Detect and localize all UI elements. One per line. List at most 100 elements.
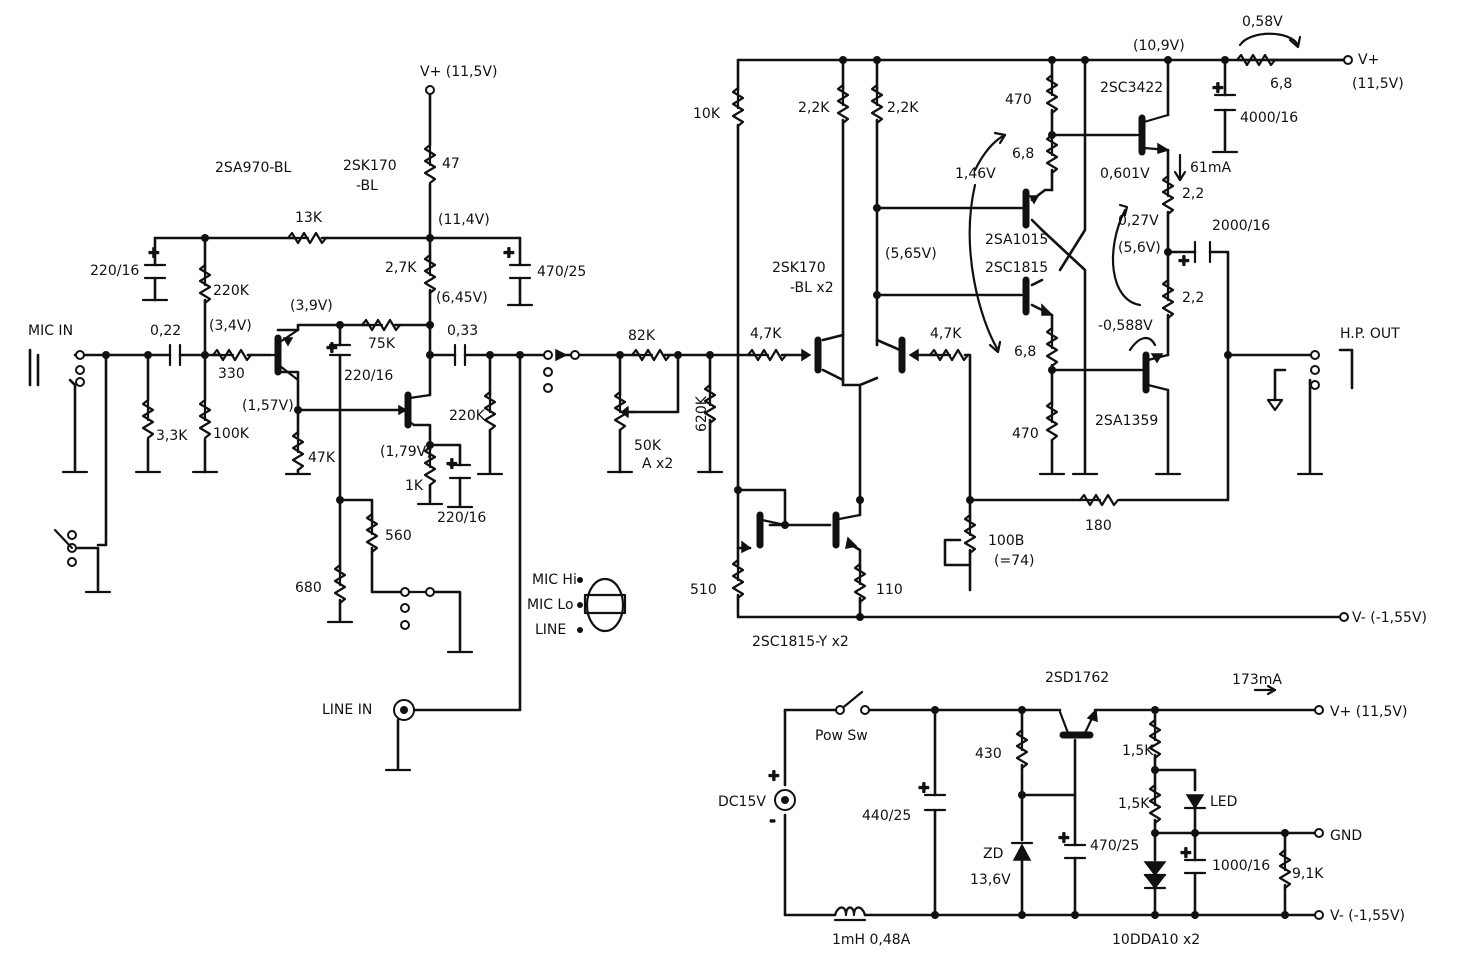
capacitor-value: 470/25 [537,264,586,280]
current-label: 61mA [1190,160,1231,176]
voltage-drop: 0,601V [1100,166,1150,182]
capacitor-icon [508,263,532,280]
selector-knob-icon [583,577,627,633]
capacitor-icon [1063,843,1087,860]
node-voltage: (3,4V) [209,318,252,334]
supply-value: (11,5V) [1352,76,1404,92]
jack-contact-icon [1310,380,1320,390]
power-supply-section: + + + + - [718,670,1407,948]
resistor-value: 6,8 [1270,76,1292,92]
switch-lever-icon [53,528,74,550]
resistor-value: 2,2K [798,100,830,116]
transistor-2sc1815-icon [1018,276,1054,316]
power-supply-labels: 2SD1762 173mA V+ (11,5V) Pow Sw 430 1,5K… [718,670,1407,948]
resistor-value: 680 [295,580,322,596]
svg-text:+: + [446,456,458,472]
resistor-value: 220K [213,283,250,299]
resistor-icon [198,398,212,442]
selector-common-icon [570,350,580,360]
terminal-icon [1343,55,1353,65]
power-amp-junctions [734,56,1232,621]
fet-label: 2SK170 [772,260,826,276]
capacitor-value: 0,22 [150,323,181,339]
capacitor-icon [168,343,182,367]
resistor-icon [141,398,155,442]
selector-common-icon [425,587,435,597]
power-amp-wires [736,58,1354,619]
switch-label: Pow Sw [815,728,868,744]
led-icon [1183,794,1207,810]
capacitor-icon [453,343,467,367]
resistor-value: 470 [1012,426,1039,442]
capacitor-icon [448,463,472,480]
resistor-value: 2,2K [887,100,919,116]
potentiometer-type: A x2 [642,456,673,472]
jack-contact-icon [1310,350,1320,360]
selector-contact-icon [543,367,553,377]
annotation-arrows [968,32,1302,696]
led-label: LED [1210,794,1237,810]
capacitor-value: 2000/16 [1212,218,1270,234]
transistor-pair-icon [741,511,862,554]
input-selector: MIC Hi MIC Lo LINE [527,348,742,638]
power-supply-devices [774,705,1324,920]
resistor-value: 2,7K [385,260,417,276]
power-amp-transistors [741,113,1170,554]
svg-text:+: + [918,780,930,796]
jack-contact-icon [75,365,85,375]
resistor-value: 13K [295,210,323,226]
transistor-2sa1359-icon [1138,351,1170,394]
power-amp-section: + + [690,14,1427,696]
supply-label: V+ [1358,52,1379,68]
resistor-value: 110 [876,582,903,598]
resistor-value: 4,7K [750,326,782,342]
resistor-value: 2,2 [1182,186,1204,202]
resistor-value: 470 [1005,92,1032,108]
voltage-drop: 0,27V [1118,213,1159,229]
resistor-icon [423,143,437,187]
resistor-value: 75K [368,336,396,352]
capacitor-value: 220/16 [437,510,486,526]
line-in-label: LINE IN [322,702,372,718]
potentiometer-value: 100B [988,533,1024,549]
resistor-value: 220K [449,408,486,424]
fet-pair-icon [801,336,919,374]
transistor-2sd1762-icon [1058,708,1098,739]
selector-contact-icon [400,603,410,613]
diode-label: 10DDA10 x2 [1112,932,1200,948]
node-voltage: (10,9V) [1133,38,1185,54]
inductor-label: 1mH 0,48A [832,932,911,948]
selector-mic-hi: MIC Hi [532,572,577,588]
selector-contact-icon [543,383,553,393]
zener-label: ZD [983,846,1003,862]
capacitor-icon [1213,93,1237,112]
terminal-icon [1314,910,1324,920]
switch-contact-icon [67,557,77,567]
resistor-value: 1,5K [1122,743,1154,759]
supply-label: V- (-1,55V) [1330,908,1405,924]
hp-out-label: H.P. OUT [1340,326,1400,342]
preamp-section: + + + + [28,64,586,772]
selector-contact-icon [400,620,410,630]
preamp-terminals [53,85,435,721]
node-voltage: (3,9V) [290,298,333,314]
preamp-wires [28,93,547,770]
resistor-icon [1161,174,1175,218]
node-voltage: (6,45V) [436,290,488,306]
terminal-icon [1314,828,1324,838]
fet-label: 2SK170 [343,158,397,174]
capacitor-value: 440/25 [862,808,911,824]
preamp-junctions [102,234,524,504]
switch-contact-icon [67,530,77,540]
resistor-value: 47K [308,450,336,466]
dc-input-label: DC15V [718,794,766,810]
power-supply-wires [783,708,1317,917]
mic-in-label: MIC IN [28,323,73,339]
voltage-drop: 0,58V [1242,14,1283,30]
resistor-value: 82K [628,328,656,344]
power-supply-components: + + + + - [767,690,1292,922]
capacitor-value: 470/25 [1090,838,1139,854]
potentiometer-value: 50K [634,438,662,454]
capacitor-icon [1183,858,1207,875]
